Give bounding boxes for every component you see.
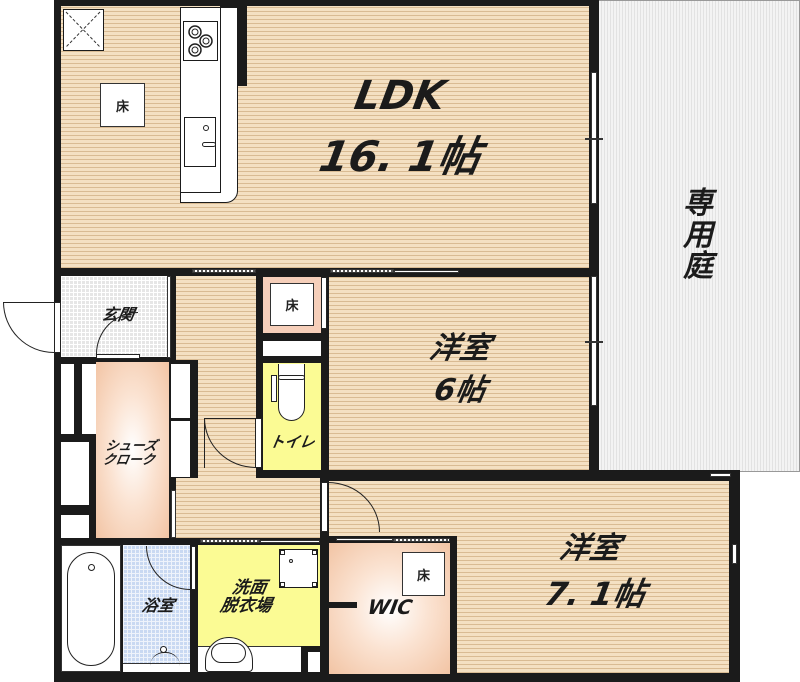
washroom-label: 洗面 脱衣場 — [218, 578, 274, 616]
western-room-6-label: 洋室 — [426, 331, 494, 366]
stove-icon — [183, 21, 218, 61]
bathroom-label: 浴室 — [140, 596, 176, 615]
toilet-label: トイレ — [268, 433, 317, 451]
sink-icon — [184, 117, 216, 167]
room7-top-window — [710, 473, 731, 477]
private-garden-label: 専 用 庭 — [683, 186, 713, 284]
shower-icon — [150, 646, 180, 666]
washing-machine-icon — [279, 549, 318, 588]
washroom-sliding-rail — [260, 540, 320, 543]
washbasin-icon — [205, 637, 253, 672]
hall-closet-door[interactable] — [321, 277, 327, 329]
wic-hanger-bar — [329, 602, 357, 608]
sliding-door-rail — [394, 270, 459, 273]
western-room-7-size: 7. 1帖 — [541, 575, 649, 613]
shelf — [171, 364, 190, 418]
shoe-closet-label: シューズ クローク — [101, 439, 159, 468]
western-room-7-label: 洋室 — [556, 531, 624, 566]
entrance-step — [167, 276, 171, 358]
floor-marker-wic: 床 — [402, 552, 445, 596]
toilet-icon — [278, 364, 305, 421]
floor-marker-ldk: 床 — [100, 83, 145, 127]
room-ldk — [61, 6, 589, 268]
wic-sliding-door[interactable] — [393, 538, 450, 542]
front-door-swing — [3, 302, 54, 353]
skylight-icon — [63, 9, 104, 51]
storage-box — [308, 652, 320, 672]
room-western-6 — [329, 277, 589, 470]
shelf — [61, 515, 89, 538]
room7-door[interactable] — [321, 482, 328, 532]
ldk-size-label: 16. 1帖 — [315, 132, 485, 181]
hallway — [176, 478, 320, 538]
wic-label: WIC — [365, 595, 415, 619]
toilet-seat — [278, 375, 305, 380]
western-room-6-size: 6帖 — [431, 373, 489, 408]
shelf — [171, 421, 190, 477]
toilet-tank — [271, 375, 277, 402]
ldk-room-label: LDK — [351, 73, 449, 119]
bath-door[interactable] — [191, 546, 196, 590]
private-garden — [597, 0, 800, 472]
floor-marker-hall-closet: 床 — [270, 283, 314, 326]
hallway — [176, 276, 256, 360]
sliding-door-ldk-hall[interactable] — [192, 269, 256, 273]
wic-sliding-rail — [336, 538, 393, 541]
room7-window — [732, 544, 737, 564]
shelf — [61, 442, 89, 505]
window-mark — [585, 138, 603, 140]
washroom-sliding-door[interactable] — [200, 539, 260, 543]
hall-wall-edge — [171, 490, 176, 538]
shelf — [82, 364, 96, 434]
bathtub-icon — [67, 552, 115, 666]
front-door[interactable] — [54, 302, 61, 353]
shelf — [61, 364, 74, 434]
shoe-closet-door[interactable] — [96, 354, 140, 359]
hall-shelf — [263, 341, 321, 356]
window-mark — [585, 341, 603, 343]
sliding-door-ldk-room6[interactable] — [330, 269, 394, 273]
room-shoe-closet — [96, 362, 169, 538]
